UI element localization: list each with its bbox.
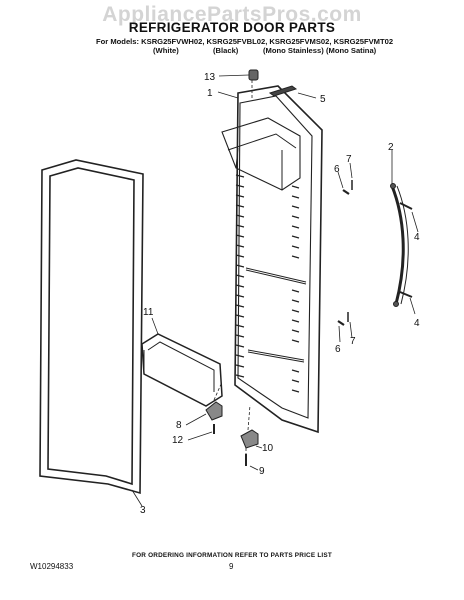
callout-1: 1 bbox=[207, 88, 213, 99]
leader-lines bbox=[131, 74, 419, 507]
page-number: 9 bbox=[229, 562, 234, 571]
hinge-bracket bbox=[205, 401, 223, 421]
bottom-hinge bbox=[240, 429, 259, 449]
callout-labels: 13 1 5 2 7 6 4 11 4 6 7 8 12 10 9 3 bbox=[140, 72, 420, 516]
callout-3: 3 bbox=[140, 505, 146, 516]
callout-6: 6 bbox=[335, 344, 341, 355]
color-label-mono-satina: (Mono Satina) bbox=[326, 46, 377, 55]
callout-4: 4 bbox=[414, 232, 420, 243]
callout-8: 8 bbox=[176, 420, 182, 431]
callout-12: 12 bbox=[172, 435, 184, 446]
top-trim bbox=[268, 85, 298, 97]
handle-screw-lower bbox=[399, 291, 413, 298]
color-label-black: (Black) bbox=[213, 46, 239, 55]
callout-6: 6 bbox=[334, 164, 340, 175]
ordering-note: FOR ORDERING INFORMATION REFER TO PARTS … bbox=[132, 552, 332, 559]
alignment-lines bbox=[213, 80, 253, 454]
callout-10: 10 bbox=[262, 443, 274, 454]
document-number: W10294833 bbox=[30, 562, 74, 571]
page-title: REFRIGERATOR DOOR PARTS bbox=[128, 20, 336, 35]
callout-9: 9 bbox=[259, 466, 265, 477]
door-gasket bbox=[39, 159, 144, 495]
handle-screw-upper bbox=[399, 202, 413, 210]
color-label-mono-stainless: (Mono Stainless) bbox=[263, 46, 324, 55]
callout-7: 7 bbox=[350, 336, 356, 347]
door-bin bbox=[141, 333, 223, 407]
door-cap bbox=[248, 69, 259, 81]
callout-4: 4 bbox=[414, 318, 420, 329]
door-handle bbox=[390, 183, 409, 307]
callout-2: 2 bbox=[388, 142, 394, 153]
color-label-white: (White) bbox=[153, 46, 179, 55]
door-liner bbox=[221, 85, 323, 434]
callout-5: 5 bbox=[320, 94, 326, 105]
callout-7: 7 bbox=[346, 154, 352, 165]
watermark: AppliancePartsPros.com bbox=[102, 3, 362, 26]
callout-13: 13 bbox=[204, 72, 216, 83]
screw-6-upper bbox=[342, 189, 350, 195]
model-list: For Models: KSRG25FVWH02, KSRG25FVBL02, … bbox=[96, 37, 394, 46]
callout-11: 11 bbox=[143, 307, 154, 318]
screw-6-lower bbox=[337, 320, 345, 326]
